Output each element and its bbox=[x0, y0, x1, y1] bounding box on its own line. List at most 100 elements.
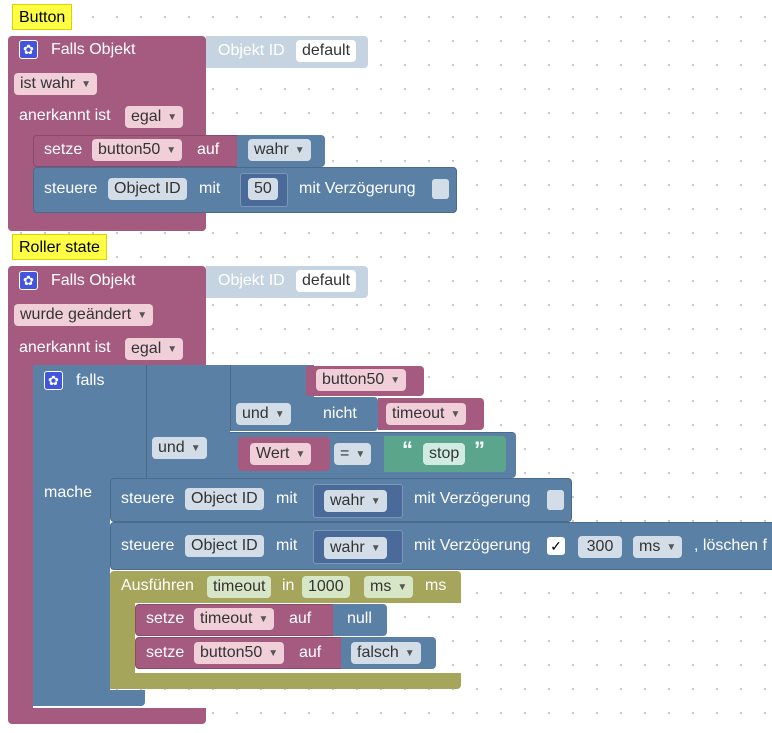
timeout-block-footer bbox=[110, 673, 461, 689]
unit-value: ms bbox=[639, 538, 661, 555]
variable-value: timeout bbox=[392, 405, 445, 422]
nicht-label: nicht bbox=[323, 405, 357, 422]
operator-dropdown[interactable]: =▼ bbox=[334, 443, 372, 465]
auf-label: auf bbox=[197, 141, 220, 158]
number-field[interactable]: 50 bbox=[248, 178, 278, 200]
anerkannt-label: anerkannt ist bbox=[19, 107, 111, 124]
condition-value: ist wahr bbox=[20, 75, 76, 92]
timeout-value-field[interactable]: 1000 bbox=[302, 576, 350, 598]
and-operator-dropdown[interactable]: und▼ bbox=[236, 403, 291, 425]
comment-bubble[interactable]: Roller state bbox=[12, 234, 107, 260]
variable-dropdown[interactable]: button50 ▼ bbox=[92, 139, 183, 161]
and-block-outer[interactable] bbox=[146, 365, 230, 478]
chevron-down-icon: ▼ bbox=[404, 648, 415, 659]
object-id-field[interactable]: Object ID bbox=[108, 178, 187, 200]
falls-objekt-label: Falls Objekt bbox=[51, 41, 136, 58]
if-block-footer bbox=[33, 690, 145, 706]
condition-dropdown[interactable]: wurde geändert ▼ bbox=[14, 304, 154, 326]
chevron-down-icon: ▼ bbox=[137, 310, 148, 321]
variable-value: button50 bbox=[322, 371, 385, 388]
falls-objekt-label: Falls Objekt bbox=[51, 272, 136, 289]
chevron-down-icon: ▼ bbox=[81, 79, 92, 90]
chevron-down-icon: ▼ bbox=[666, 542, 677, 553]
chevron-down-icon: ▼ bbox=[294, 145, 305, 156]
comment-bubble[interactable]: Button bbox=[12, 4, 73, 30]
clear-label: , löschen f bbox=[694, 537, 767, 554]
boolean-dropdown[interactable]: falsch ▼ bbox=[351, 642, 421, 664]
chevron-down-icon: ▼ bbox=[390, 375, 401, 386]
delay-value-field[interactable]: 300 bbox=[578, 536, 622, 558]
delay-checkbox[interactable] bbox=[547, 490, 564, 510]
gear-icon[interactable]: ✿ bbox=[19, 40, 38, 59]
unit-suffix-label: ms bbox=[425, 577, 447, 594]
not-block[interactable] bbox=[314, 397, 378, 431]
auf-label: auf bbox=[299, 644, 322, 661]
chevron-down-icon: ▼ bbox=[450, 409, 461, 420]
mit-label: mit bbox=[276, 537, 298, 554]
chevron-down-icon: ▼ bbox=[190, 443, 201, 454]
boolean-dropdown[interactable]: wahr▼ bbox=[248, 139, 311, 161]
trigger-block-footer bbox=[8, 208, 206, 231]
timeout-name-field[interactable]: timeout bbox=[207, 576, 272, 598]
string-field[interactable]: stop bbox=[423, 443, 466, 465]
operator-value: = bbox=[340, 445, 350, 462]
objekt-id-label: Objekt ID bbox=[218, 42, 285, 59]
quote-close: ” bbox=[474, 437, 485, 462]
setze-label: setze bbox=[146, 644, 185, 661]
boolean-value: wahr bbox=[330, 539, 365, 556]
objekt-id-field[interactable]: default bbox=[296, 270, 357, 292]
chevron-down-icon: ▼ bbox=[268, 648, 279, 659]
condition-value: wurde geändert bbox=[20, 306, 132, 323]
variable-dropdown[interactable]: timeout▼ bbox=[194, 608, 275, 630]
chevron-down-icon: ▼ bbox=[166, 145, 177, 156]
falls-label: falls bbox=[76, 372, 105, 389]
setze-label: setze bbox=[44, 141, 83, 158]
delay-checkbox-checked[interactable]: ✓ bbox=[547, 537, 565, 555]
variable-value: button50 bbox=[98, 141, 161, 158]
delay-checkbox[interactable] bbox=[432, 179, 449, 199]
mache-label: mache bbox=[44, 484, 93, 501]
wert-dropdown[interactable]: Wert ▼ bbox=[250, 443, 312, 465]
steuere-label: steuere bbox=[121, 537, 175, 554]
mit-label: mit bbox=[276, 490, 298, 507]
anerkannt-dropdown[interactable]: egal ▼ bbox=[125, 338, 184, 360]
chevron-down-icon: ▼ bbox=[295, 449, 306, 460]
auf-label: auf bbox=[289, 610, 312, 627]
quote-open: “ bbox=[402, 437, 413, 462]
object-id-field[interactable]: Object ID bbox=[185, 535, 264, 557]
gear-icon[interactable]: ✿ bbox=[19, 271, 38, 290]
gear-icon[interactable]: ✿ bbox=[44, 371, 63, 390]
mit-label: mit bbox=[199, 180, 221, 197]
object-id-field[interactable]: Object ID bbox=[185, 488, 264, 510]
ausfuehren-label: Ausführen bbox=[121, 577, 194, 594]
chevron-down-icon: ▼ bbox=[397, 582, 408, 593]
chevron-down-icon: ▼ bbox=[167, 112, 178, 123]
boolean-dropdown[interactable]: wahr ▼ bbox=[324, 537, 387, 559]
anerkannt-value: egal bbox=[131, 340, 162, 357]
anerkannt-label: anerkannt ist bbox=[19, 339, 111, 356]
variable-dropdown[interactable]: button50 ▼ bbox=[194, 642, 285, 664]
trigger-block-footer bbox=[8, 708, 206, 724]
anerkannt-dropdown[interactable]: egal▼ bbox=[125, 106, 184, 128]
variable-value: button50 bbox=[200, 644, 263, 661]
setze-label: setze bbox=[146, 610, 185, 627]
boolean-value: wahr bbox=[330, 492, 365, 509]
null-block[interactable] bbox=[333, 604, 387, 636]
chevron-down-icon: ▼ bbox=[355, 449, 366, 460]
unit-dropdown[interactable]: ms▼ bbox=[364, 576, 414, 598]
unit-dropdown[interactable]: ms ▼ bbox=[633, 536, 683, 558]
and-operator-dropdown[interactable]: und ▼ bbox=[152, 437, 207, 459]
null-label: null bbox=[347, 610, 372, 627]
chevron-down-icon: ▼ bbox=[167, 344, 178, 355]
and-operator-value: und bbox=[158, 439, 185, 456]
boolean-dropdown[interactable]: wahr▼ bbox=[324, 490, 387, 512]
delay-label: mit Verzögerung bbox=[414, 490, 531, 507]
delay-label: mit Verzögerung bbox=[299, 180, 416, 197]
variable-dropdown[interactable]: button50 ▼ bbox=[316, 369, 407, 391]
boolean-value: falsch bbox=[357, 644, 399, 661]
wert-value: Wert bbox=[256, 445, 290, 462]
variable-dropdown[interactable]: timeout ▼ bbox=[386, 403, 467, 425]
chevron-down-icon: ▼ bbox=[370, 543, 381, 554]
objekt-id-field[interactable]: default bbox=[296, 40, 357, 62]
condition-dropdown[interactable]: ist wahr ▼ bbox=[14, 73, 98, 95]
